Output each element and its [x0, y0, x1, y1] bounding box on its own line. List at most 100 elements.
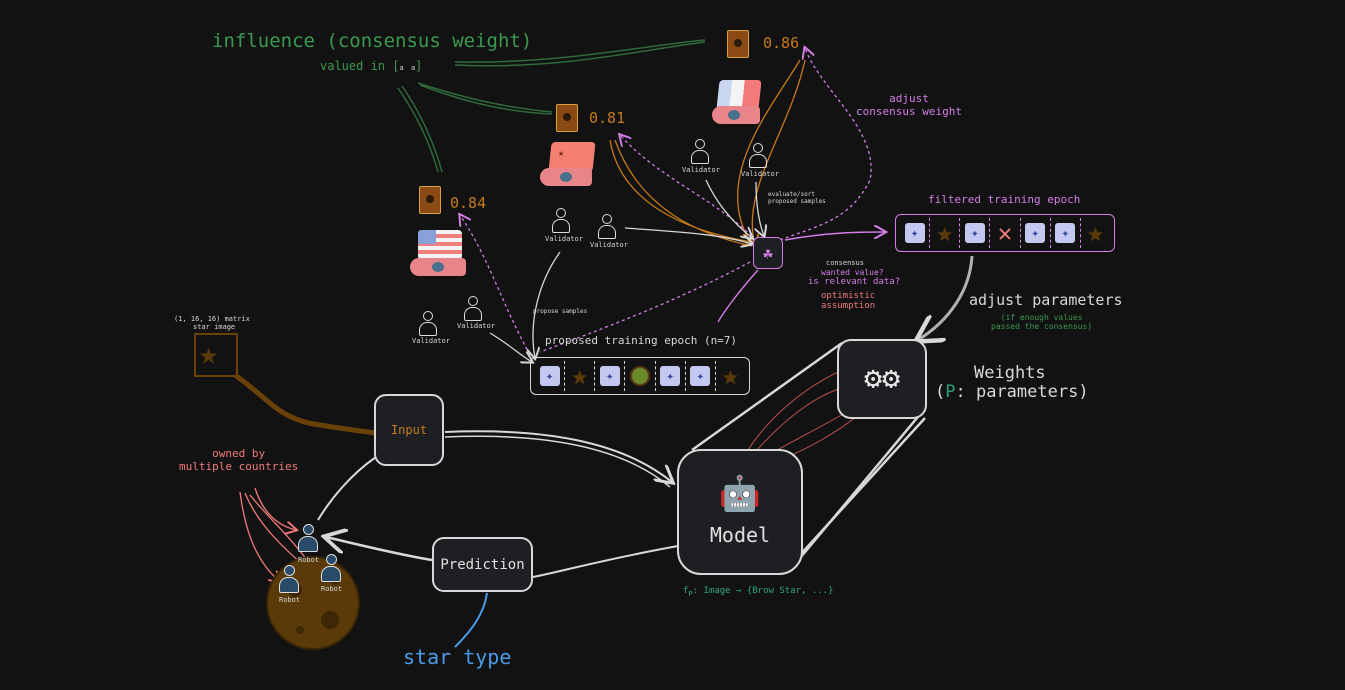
- filtered-epoch-strip: ✦ ★ ✦ ✕ ✦ ✦ ★: [895, 214, 1115, 252]
- robot-icon: 🤖: [718, 474, 762, 514]
- satellite-icon: ✦: [690, 366, 711, 386]
- star-type-line: [454, 592, 488, 648]
- satellite-icon: ✦: [1055, 223, 1076, 243]
- model-box: 🤖 Model: [677, 449, 803, 575]
- sample-cell: ✦: [960, 218, 991, 248]
- relevant-data-label: is relevant data?: [808, 277, 901, 287]
- robot-to-input-arrow: [317, 456, 377, 521]
- star-icon: ★: [571, 361, 588, 391]
- star-image-label: star image: [193, 323, 236, 331]
- if-enough-label: (if enough values passed the consensus): [991, 313, 1093, 331]
- sample-cell: ★: [1081, 218, 1110, 248]
- robot-person-icon: [278, 565, 300, 595]
- weights-title: Weights: [974, 363, 1046, 383]
- valued-in-text: valued in [: [320, 59, 400, 73]
- adjust-parameters-arrow: [918, 255, 974, 340]
- satellite-icon: ✦: [539, 366, 560, 386]
- validator-label: Validator: [741, 170, 779, 178]
- prediction-to-robot-arrow: [326, 537, 433, 562]
- filtered-epoch-label: filtered training epoch: [928, 193, 1081, 206]
- satellite-icon: ✦: [964, 223, 985, 243]
- sample-cell: ✦: [656, 361, 686, 391]
- sample-cell: ★: [930, 218, 961, 248]
- weights-paren: (: [935, 382, 946, 402]
- valued-in-close: ]: [415, 59, 423, 73]
- sample-cell: ✦: [535, 361, 566, 391]
- star-icon: ★: [1087, 218, 1104, 248]
- validator-arrows: [489, 179, 764, 362]
- adjust-consensus-label: adjust consensus weight: [856, 92, 962, 118]
- model-label: Model: [709, 523, 771, 547]
- country-score-3: 0.84: [450, 194, 487, 212]
- sample-cell: ✦: [595, 361, 626, 391]
- satellite-icon: ✦: [904, 223, 925, 243]
- rocket-flag-icon: [408, 230, 472, 284]
- adjust-consensus-arrows: [460, 48, 872, 356]
- rocket-flag-icon: ★: [538, 142, 598, 194]
- weights-rest: : parameters): [955, 382, 1089, 402]
- function-f: f: [683, 586, 689, 596]
- weights-box: ⚙⚙: [837, 339, 927, 419]
- validator-label: Validator: [457, 322, 495, 330]
- sample-cell: ✦: [1021, 218, 1051, 248]
- range-high: a: [410, 64, 416, 72]
- validator-icon: [748, 143, 768, 169]
- prediction-label: Prediction: [440, 556, 525, 573]
- book-icon: [556, 104, 578, 132]
- x-icon: ✕: [997, 219, 1013, 247]
- weights-subtitle: (P: parameters): [935, 382, 1089, 402]
- proposed-epoch-label: proposed training epoch (n=7): [545, 334, 738, 347]
- sample-cell: [625, 361, 656, 391]
- country-score-2: 0.81: [589, 109, 626, 127]
- propose-samples-label: propose samples: [533, 308, 588, 315]
- validator-icon: [551, 208, 571, 234]
- validator-label: Validator: [545, 235, 583, 243]
- model-weights-lines: [691, 341, 926, 571]
- influence-title: influence (consensus weight): [212, 30, 533, 52]
- kiwi-icon: [629, 366, 650, 386]
- range-low: a: [399, 64, 404, 72]
- consensus-icon: ☘: [753, 237, 783, 269]
- book-icon: [419, 186, 441, 214]
- matrix-label: (1, 16, 16) matrix: [174, 315, 250, 323]
- function-rest: : Image → {Brow Star, ...}: [692, 586, 834, 596]
- country-score-1: 0.86: [763, 34, 800, 52]
- prediction-box: Prediction: [432, 537, 533, 592]
- validator-label: Validator: [682, 166, 720, 174]
- validator-icon: [418, 311, 438, 337]
- owned-by-label: owned by multiple countries: [179, 447, 299, 473]
- robot-person-icon: [320, 554, 342, 584]
- sample-cell: ★: [565, 361, 596, 391]
- robot-label: Robot: [279, 596, 301, 604]
- robot-person-icon: [297, 524, 319, 554]
- input-box: Input: [374, 394, 444, 466]
- satellite-icon: ✦: [660, 366, 681, 386]
- model-function-label: fP: Image → {Brow Star, ...}: [683, 586, 834, 598]
- star-type-label: star type: [403, 645, 512, 669]
- star-image-arrow: [233, 372, 383, 437]
- star-icon: ★: [199, 334, 219, 372]
- sample-cell: ✦: [900, 218, 931, 248]
- validator-label: Validator: [412, 337, 450, 345]
- book-icon: [727, 30, 749, 58]
- proposed-epoch-strip: ✦ ★ ✦ ✦ ✦ ★: [530, 357, 750, 395]
- function-sub: P: [688, 589, 693, 598]
- consensus-label: consensus: [826, 259, 864, 267]
- valued-in-label: valued in [a a]: [320, 59, 422, 73]
- adjust-parameters-label: adjust parameters: [969, 291, 1123, 309]
- input-label: Input: [390, 423, 428, 437]
- input-to-model-arrow: [444, 430, 672, 482]
- sample-cell: ✦: [686, 361, 716, 391]
- validator-label: Validator: [590, 241, 628, 249]
- evaluate-sort-label: evaluate/sort proposed samples: [768, 191, 826, 205]
- validator-icon: [690, 139, 710, 165]
- sample-cell: ✦: [1051, 218, 1081, 248]
- star-icon: ★: [722, 361, 739, 391]
- star-image-box: [194, 333, 238, 377]
- robot-label: Robot: [321, 585, 343, 593]
- rocket-flag-icon: [708, 80, 762, 132]
- gears-icon: ⚙⚙: [863, 361, 901, 396]
- weights-p: P: [945, 382, 956, 402]
- influence-arrows: [397, 39, 706, 173]
- validator-icon: [597, 214, 617, 240]
